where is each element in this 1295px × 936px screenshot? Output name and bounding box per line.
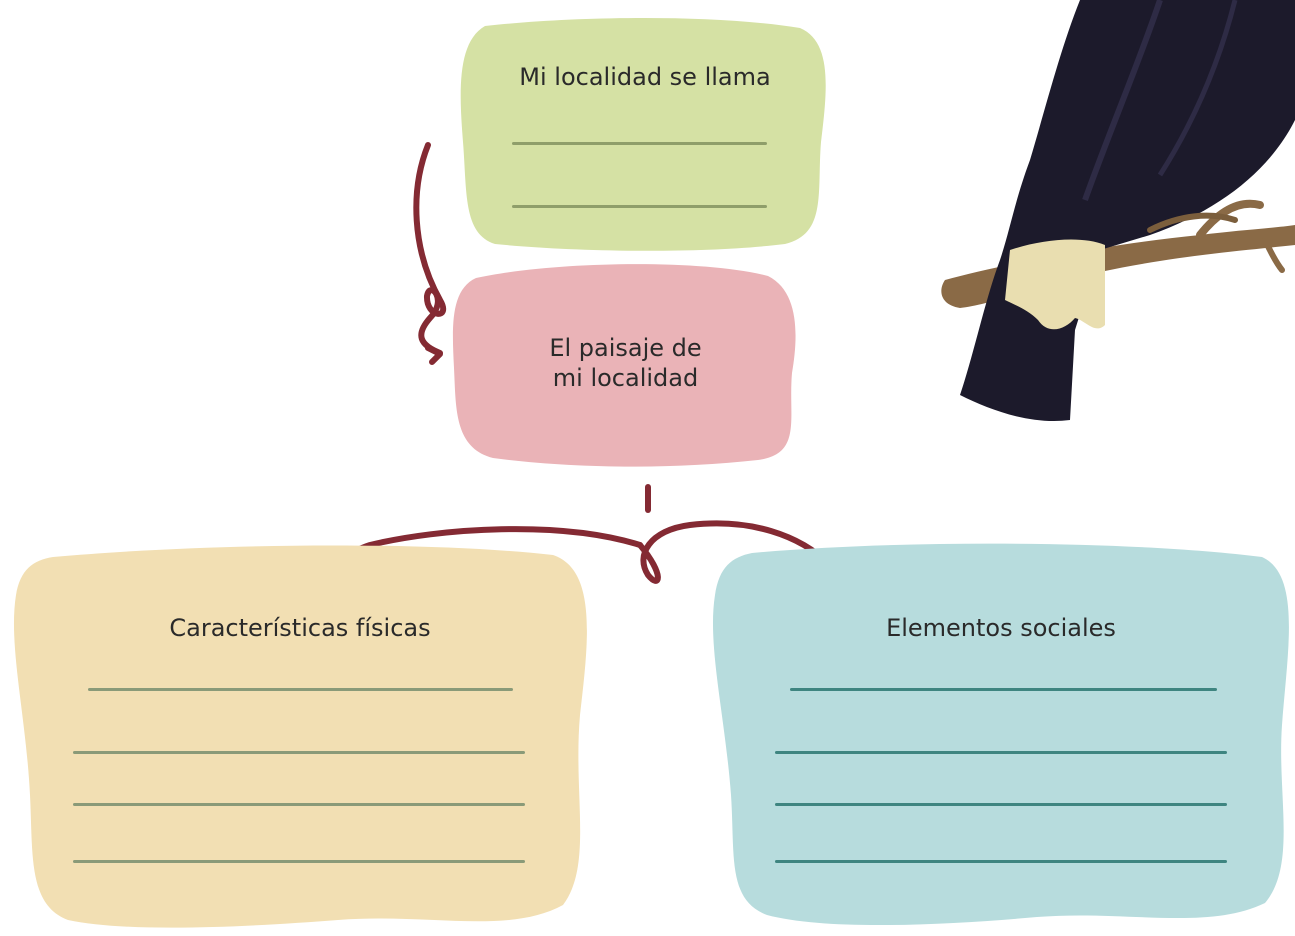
bird-lace-cuff xyxy=(1005,239,1105,330)
write-line[interactable] xyxy=(73,751,525,754)
write-line[interactable] xyxy=(512,142,767,145)
physical-features-box-shape xyxy=(13,545,587,928)
arrow-landscape-to-social xyxy=(637,520,833,584)
bird-feather-highlight xyxy=(1157,0,1238,177)
write-line[interactable] xyxy=(775,860,1227,863)
write-line[interactable] xyxy=(790,688,1217,691)
social-elements-box-shape xyxy=(712,543,1289,926)
write-line[interactable] xyxy=(775,803,1227,806)
landscape-title-line2: mi localidad xyxy=(552,364,699,392)
social-elements-title: Elementos sociales xyxy=(886,614,1116,642)
landscape-title: El paisaje de mi localidad xyxy=(448,333,803,393)
physical-features-title: Características físicas xyxy=(169,614,431,642)
landscape-title-line1: El paisaje de xyxy=(549,334,702,362)
social-elements-box: Elementos sociales xyxy=(707,535,1295,930)
write-line[interactable] xyxy=(775,751,1227,754)
write-line[interactable] xyxy=(73,803,525,806)
physical-features-box: Características físicas xyxy=(8,535,592,930)
bird-feather-highlight xyxy=(1082,0,1163,202)
twig xyxy=(1262,237,1285,273)
bird-body xyxy=(960,0,1295,421)
locality-box: Mi localidad se llama xyxy=(455,12,835,252)
arrowhead-landscape xyxy=(425,345,443,365)
locality-title: Mi localidad se llama xyxy=(519,63,771,91)
landscape-box-shape xyxy=(452,264,796,467)
landscape-box: El paisaje de mi localidad xyxy=(448,258,803,467)
arrow-locality-to-landscape xyxy=(413,142,447,356)
write-line[interactable] xyxy=(73,860,525,863)
write-line[interactable] xyxy=(512,205,767,208)
write-line[interactable] xyxy=(88,688,513,691)
locality-box-shape xyxy=(460,18,826,251)
bird-claw xyxy=(1147,212,1238,233)
twig xyxy=(1196,199,1264,239)
